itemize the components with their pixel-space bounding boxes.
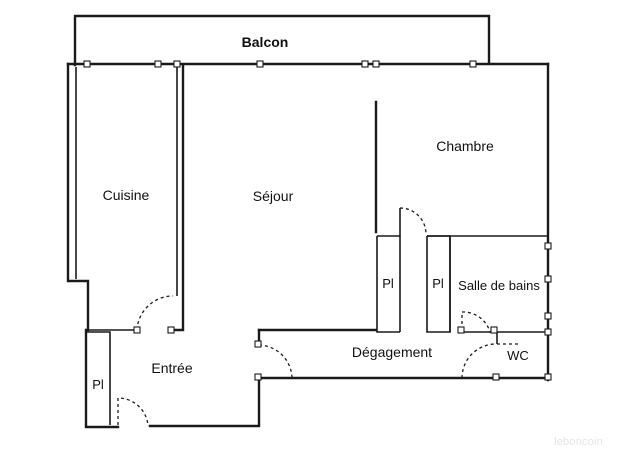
room-label-entree: Entrée <box>151 360 192 376</box>
wall-posts <box>83 60 552 381</box>
closet-label-chambre: Pl <box>382 276 394 291</box>
corridor-left-door <box>258 344 293 379</box>
entrance-door <box>117 397 149 427</box>
interior-walls <box>75 63 548 425</box>
room-labels: Balcon Cuisine Séjour Chambre Entrée Dég… <box>92 34 540 392</box>
corridor-right-door <box>461 343 497 379</box>
room-label-cuisine: Cuisine <box>103 187 150 203</box>
room-label-sejour: Séjour <box>253 188 294 204</box>
balcony <box>73 14 491 67</box>
room-label-degagement: Dégagement <box>352 344 432 360</box>
room-label-wc: WC <box>507 348 529 363</box>
closet-label-entree: Pl <box>92 377 104 392</box>
bedroom-door <box>399 207 427 235</box>
watermark-logo: leboncoin <box>554 436 603 448</box>
room-label-salle-de-bains: Salle de bains <box>458 278 540 293</box>
bathroom-door <box>461 311 491 333</box>
door-swings <box>117 207 518 427</box>
closet-label-sdb: Pl <box>432 276 444 291</box>
room-label-chambre: Chambre <box>436 138 494 154</box>
room-label-balcon: Balcon <box>242 34 289 50</box>
kitchen-door <box>136 295 174 331</box>
outer-walls <box>66 62 550 429</box>
